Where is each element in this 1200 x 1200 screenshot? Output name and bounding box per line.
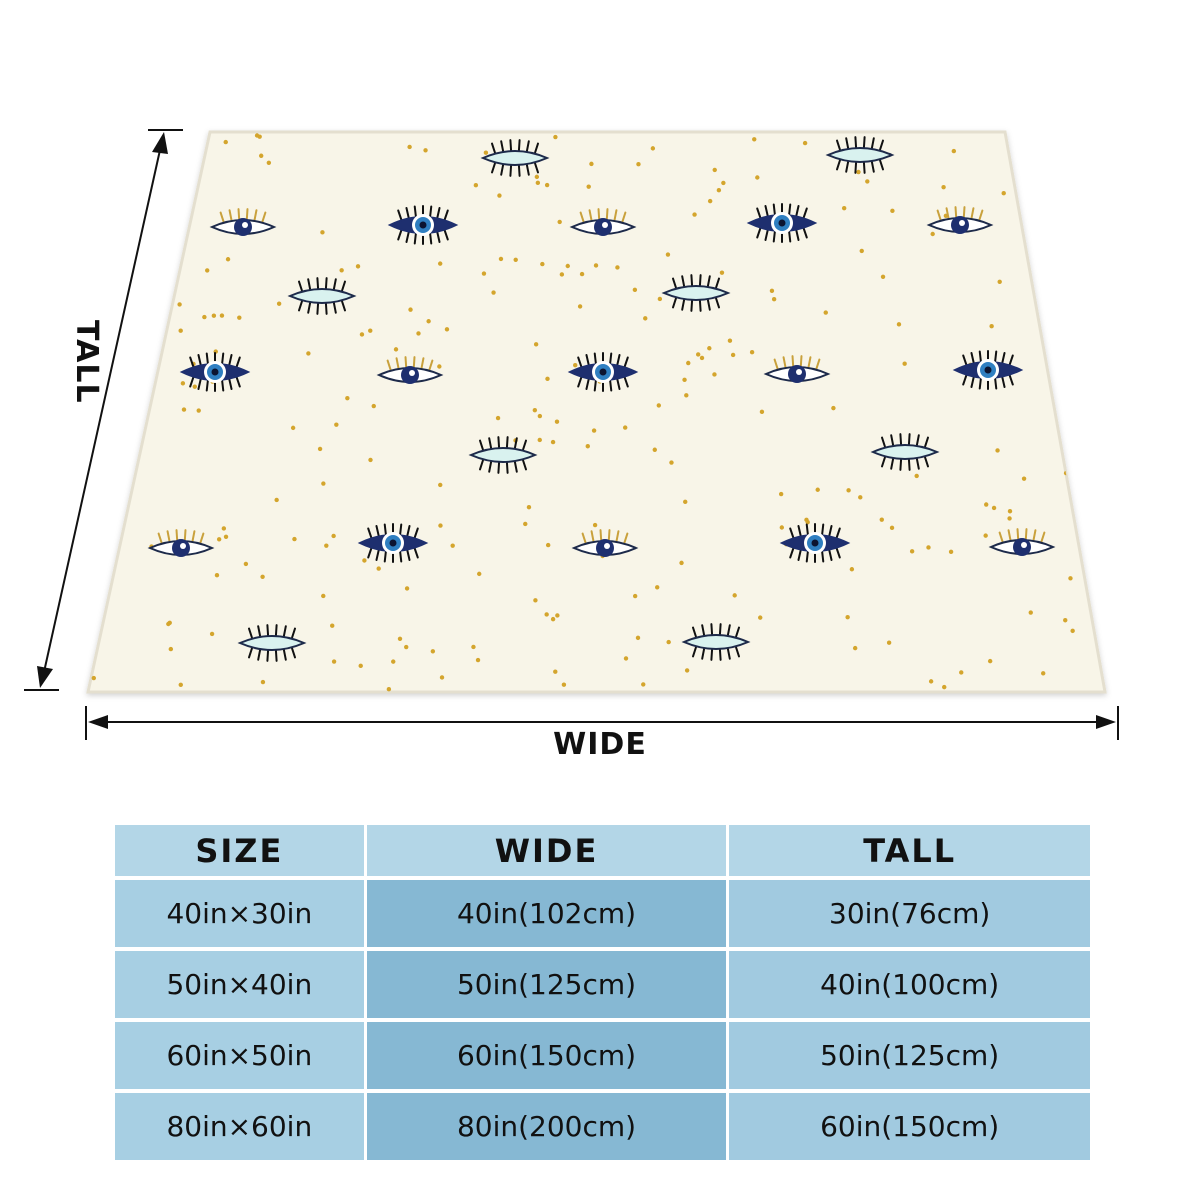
evil-eye-pattern	[88, 133, 1080, 692]
size-table-header-row: SIZE WIDE TALL	[115, 825, 1090, 880]
evil-eye-icon	[870, 433, 940, 471]
evil-eye-icon	[387, 205, 459, 245]
evil-eye-icon	[952, 350, 1024, 390]
evil-eye-icon	[926, 206, 994, 234]
evil-eye-icon	[779, 523, 851, 563]
evil-eye-icon	[661, 274, 731, 312]
evil-eye-icon	[147, 529, 215, 557]
header-size: SIZE	[115, 825, 367, 880]
tall-cell: 50in(125cm)	[729, 1022, 1090, 1093]
tall-label: TALL	[69, 320, 104, 404]
evil-eye-icon	[746, 203, 818, 243]
evil-eye-icon	[825, 136, 895, 174]
evil-eye-icon	[681, 623, 751, 661]
tall-cell: 30in(76cm)	[729, 880, 1090, 951]
size-table: SIZE WIDE TALL 40in×30in 40in(102cm) 30i…	[115, 825, 1090, 1164]
size-cell: 40in×30in	[115, 880, 367, 951]
size-cell: 80in×60in	[115, 1093, 367, 1164]
evil-eye-icon	[468, 436, 538, 474]
wide-cell: 50in(125cm)	[366, 951, 730, 1022]
tall-cell: 60in(150cm)	[729, 1093, 1090, 1164]
tall-dimension-arrow	[24, 129, 183, 691]
table-row: 80in×60in 80in(200cm) 60in(150cm)	[115, 1093, 1090, 1164]
table-row: 40in×30in 40in(102cm) 30in(76cm)	[115, 880, 1090, 951]
wide-cell: 40in(102cm)	[366, 880, 730, 951]
blanket-illustration	[24, 129, 1119, 740]
evil-eye-icon	[237, 624, 307, 662]
header-tall: TALL	[729, 825, 1090, 880]
evil-eye-icon	[480, 139, 550, 177]
evil-eye-icon	[988, 528, 1056, 556]
table-row: 60in×50in 60in(150cm) 50in(125cm)	[115, 1022, 1090, 1093]
wide-cell: 60in(150cm)	[366, 1022, 730, 1093]
wide-dimension-arrow	[85, 706, 1119, 740]
evil-eye-icon	[179, 352, 251, 392]
wide-label: WIDE	[553, 727, 647, 762]
size-cell: 60in×50in	[115, 1022, 367, 1093]
evil-eye-icon	[287, 277, 357, 315]
evil-eye-icon	[571, 529, 639, 557]
evil-eye-icon	[569, 208, 637, 236]
table-row: 50in×40in 50in(125cm) 40in(100cm)	[115, 951, 1090, 1022]
evil-eye-icon	[567, 352, 639, 392]
evil-eye-icon	[763, 355, 831, 383]
size-cell: 50in×40in	[115, 951, 367, 1022]
blanket	[86, 130, 1107, 694]
evil-eye-icon	[376, 356, 444, 384]
header-wide: WIDE	[366, 825, 730, 880]
evil-eye-icon	[209, 208, 277, 236]
evil-eye-icon	[357, 523, 429, 563]
tall-cell: 40in(100cm)	[729, 951, 1090, 1022]
wide-cell: 80in(200cm)	[366, 1093, 730, 1164]
